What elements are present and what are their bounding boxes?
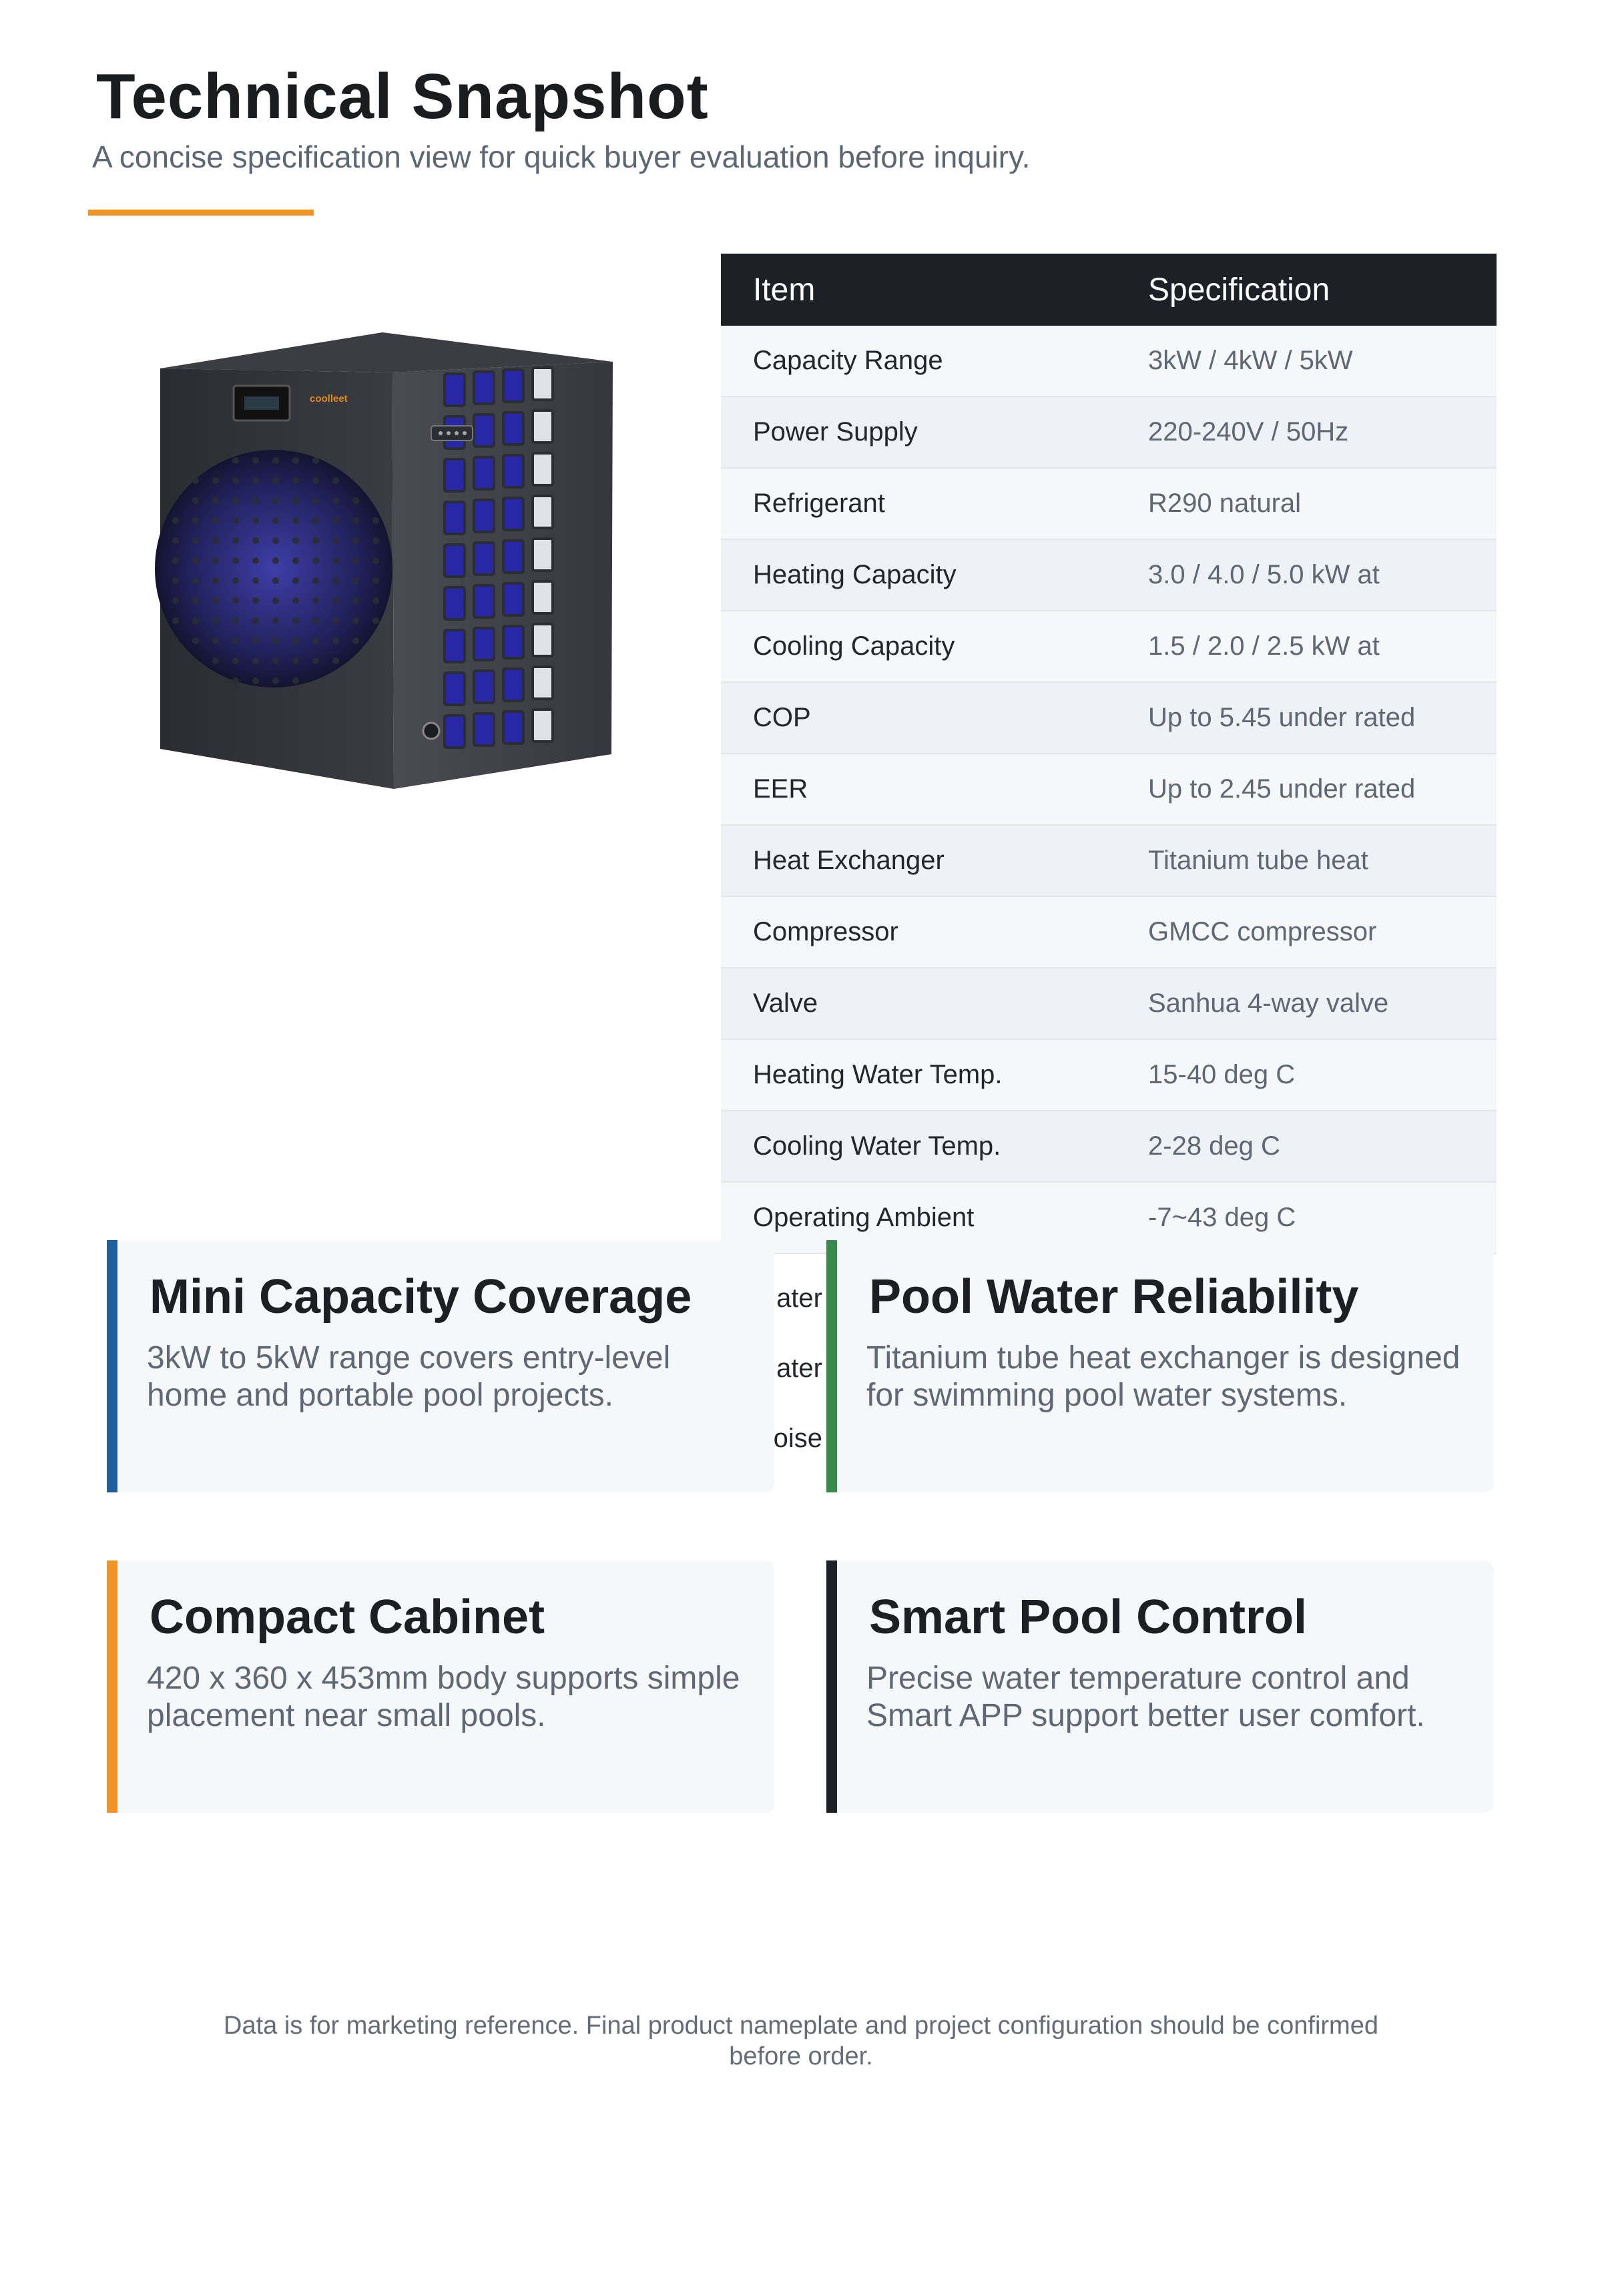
spec-row: Heating Capacity 3.0 / 4.0 / 5.0 kW at [721, 540, 1497, 611]
footnote: Data is for marketing reference. Final p… [224, 2012, 1378, 2070]
hidden-row-fragment: oise [773, 1423, 822, 1453]
card-title: Pool Water Reliability [869, 1270, 1359, 1324]
card-body: Precise water temperature control and Sm… [866, 1661, 1425, 1734]
spec-value: Up to 2.45 under rated [1148, 774, 1416, 804]
card-accent-bar [826, 1240, 837, 1492]
spec-value: 2-28 deg C [1148, 1131, 1280, 1161]
card-body: Titanium tube heat exchanger is designed… [866, 1340, 1460, 1414]
spec-value: R290 natural [1148, 489, 1302, 518]
spec-row: Capacity Range 3kW / 4kW / 5kW [721, 326, 1497, 397]
feature-card-control: Smart Pool Control Precise water tempera… [826, 1560, 1494, 1813]
product-image: coolleet [152, 327, 619, 808]
card-accent-bar [826, 1560, 837, 1813]
spec-item: Cooling Water Temp. [753, 1131, 1001, 1161]
feature-card-cabinet: Compact Cabinet 420 x 360 x 453mm body s… [107, 1560, 774, 1813]
title-accent-rule [88, 210, 314, 216]
hidden-row-fragment: ater [776, 1283, 822, 1313]
card-body: 3kW to 5kW range covers entry-level home… [147, 1340, 671, 1414]
spec-item: Compressor [753, 917, 898, 946]
column-header-specification: Specification [1148, 272, 1330, 308]
page-subtitle: A concise specification view for quick b… [92, 139, 1031, 174]
spec-table: Item Specification Capacity Range 3kW / 4… [721, 254, 1497, 1254]
spec-item: Cooling Capacity [753, 631, 955, 661]
card-title: Smart Pool Control [869, 1591, 1308, 1644]
spec-row: Heat Exchanger Titanium tube heat [721, 826, 1497, 897]
spec-value: 3.0 / 4.0 / 5.0 kW at [1148, 560, 1380, 589]
feature-card-capacity: Mini Capacity Coverage 3kW to 5kW range … [107, 1240, 774, 1492]
spec-row: Power Supply 220-240V / 50Hz [721, 397, 1497, 469]
spec-item: Power Supply [753, 417, 918, 447]
spec-item: COP [753, 703, 811, 732]
spec-value: GMCC compressor [1148, 917, 1377, 946]
spec-item: Operating Ambient [753, 1203, 975, 1232]
feature-card-reliability: Pool Water Reliability Titanium tube hea… [826, 1240, 1494, 1492]
spec-row: Heating Water Temp. 15-40 deg C [721, 1040, 1497, 1111]
spec-value: Titanium tube heat [1148, 846, 1368, 875]
spec-value: 220-240V / 50Hz [1148, 417, 1349, 447]
spec-table-body: Capacity Range 3kW / 4kW / 5kW Power Suppl… [721, 326, 1497, 1254]
spec-row: Cooling Capacity 1.5 / 2.0 / 2.5 kW at [721, 611, 1497, 683]
spec-value: 1.5 / 2.0 / 2.5 kW at [1148, 631, 1380, 661]
card-title: Compact Cabinet [150, 1591, 545, 1644]
spec-row: EER Up to 2.45 under rated [721, 754, 1497, 826]
card-body: 420 x 360 x 453mm body supports simple p… [147, 1661, 740, 1734]
spec-row: Valve Sanhua 4-way valve [721, 968, 1497, 1040]
spec-value: 3kW / 4kW / 5kW [1148, 346, 1353, 375]
column-header-item: Item [753, 272, 816, 308]
spec-value: Sanhua 4-way valve [1148, 988, 1389, 1018]
spec-value: Up to 5.45 under rated [1148, 703, 1416, 732]
hidden-row-fragment: ater [776, 1353, 822, 1383]
card-accent-bar [107, 1560, 117, 1813]
spec-item: Heat Exchanger [753, 846, 945, 875]
spec-value: -7~43 deg C [1148, 1203, 1296, 1232]
spec-item: EER [753, 774, 808, 804]
card-accent-bar [107, 1240, 117, 1492]
spec-row: Refrigerant R290 natural [721, 469, 1497, 540]
spec-table-header: Item Specification [721, 254, 1497, 326]
spec-row: COP Up to 5.45 under rated [721, 683, 1497, 754]
spec-item: Refrigerant [753, 489, 885, 518]
spec-item: Heating Water Temp. [753, 1060, 1003, 1089]
spec-row: Cooling Water Temp. 2-28 deg C [721, 1111, 1497, 1183]
spec-item: Valve [753, 988, 818, 1018]
card-title: Mini Capacity Coverage [150, 1270, 692, 1324]
spec-item: Heating Capacity [753, 560, 957, 589]
product-brand-label: coolleet [310, 393, 348, 404]
spec-value: 15-40 deg C [1148, 1060, 1296, 1089]
spec-item: Capacity Range [753, 346, 943, 375]
spec-row: Compressor GMCC compressor [721, 897, 1497, 968]
page-title: Technical Snapshot [96, 61, 709, 132]
